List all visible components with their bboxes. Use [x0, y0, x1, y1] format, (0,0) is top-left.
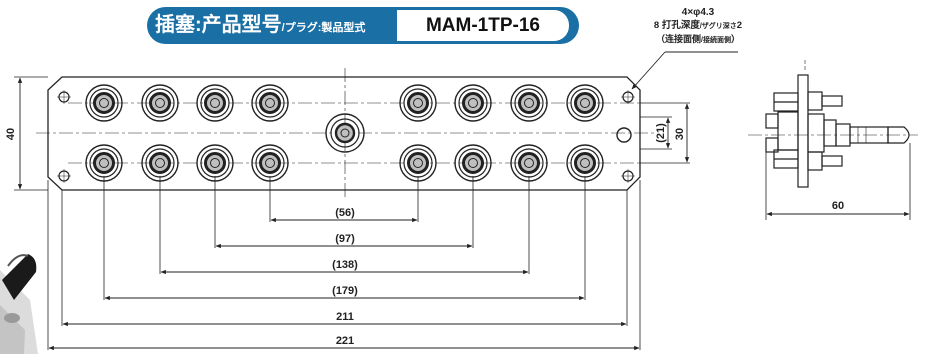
dim-label-56: (56): [335, 207, 355, 219]
connector: [454, 144, 492, 182]
mounting-hole: [57, 90, 71, 104]
hole-note-leader: [631, 51, 738, 90]
connector: [85, 84, 123, 122]
hole-note-line3: （连接面侧/接続面側）: [656, 34, 740, 44]
dim-label-21: (21): [655, 123, 667, 143]
model-box: MAM-1TP-16: [397, 10, 569, 41]
hole-note-line2: 8 打孔深度/ザグリ深さ2: [653, 20, 743, 31]
title-banner: 插塞:产品型号/プラグ:製品型式 MAM-1TP-16: [147, 7, 579, 44]
hole-note-line1: 4×φ4.3: [681, 7, 715, 18]
product-label-main: 插塞:产品型号: [155, 14, 282, 36]
dim-label-211: 211: [336, 311, 354, 323]
mounting-hole: [621, 90, 635, 104]
mounting-hole: [57, 169, 71, 183]
mounting-hole: [621, 169, 635, 183]
dim-label-179: (179): [332, 285, 358, 297]
side-plate: [797, 74, 809, 188]
connector: [196, 84, 234, 122]
hole-note: 4×φ4.3 8 打孔深度/ザグリ深さ2 （连接面侧/接続面側）: [638, 6, 758, 47]
span-dimension-lines: [48, 217, 640, 351]
model-number: MAM-1TP-16: [425, 15, 540, 36]
product-label-sub: /プラグ:製品型式: [281, 22, 366, 34]
dim-label-60: 60: [832, 200, 844, 212]
connector: [510, 84, 548, 122]
dim-label-40: 40: [5, 128, 17, 140]
front-view: [36, 68, 655, 198]
guide-pin: [616, 127, 632, 143]
connector: [399, 144, 437, 182]
connector: [196, 144, 234, 182]
side-extension-lines: [765, 143, 911, 220]
dim-label-97: (97): [335, 233, 355, 245]
dim-label-221: 221: [336, 335, 354, 347]
connector: [454, 84, 492, 122]
extension-lines: [14, 76, 690, 350]
dim-label-138: (138): [332, 259, 358, 271]
connector: [399, 84, 437, 122]
dim-label-30: 30: [674, 128, 686, 140]
connector: [141, 84, 179, 122]
product-photo-fragment: [0, 254, 38, 354]
side-view: [748, 60, 918, 188]
product-label: 插塞:产品型号/プラグ:製品型式: [155, 7, 365, 44]
connector: [251, 84, 289, 122]
center-coupling: [325, 113, 365, 153]
connector: [566, 84, 604, 122]
